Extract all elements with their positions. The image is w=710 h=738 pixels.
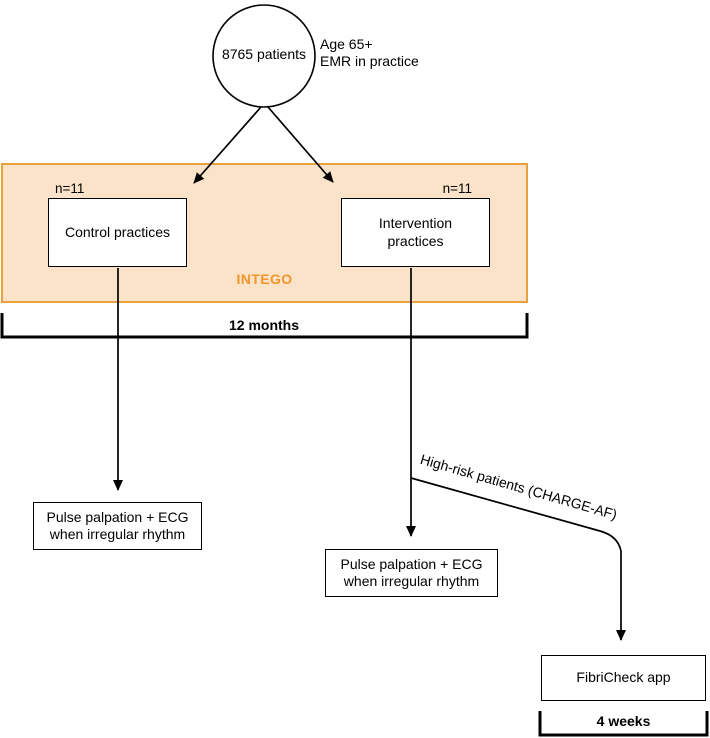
arrow-to-control	[193, 106, 262, 184]
fibricheck-label: FibriCheck app	[576, 669, 671, 686]
arrow-highrisk-branch	[410, 477, 626, 641]
four-weeks-label: 4 weeks	[596, 713, 651, 729]
intervention-n-label: n=11	[442, 181, 472, 196]
control-followup-label: Pulse palpation + ECG when irregular rhy…	[46, 508, 189, 543]
control-n-label: n=11	[55, 181, 85, 196]
control-practices-box: Control practices	[48, 198, 187, 267]
criteria-emr-label: EMR in practice	[320, 53, 419, 69]
bracket-12-months	[0, 313, 529, 339]
intervention-practices-box: Intervention practices	[341, 198, 490, 267]
twelve-months-label: 12 months	[228, 317, 299, 333]
intervention-followup-label: Pulse palpation + ECG when irregular rhy…	[340, 555, 483, 590]
fibricheck-box: FibriCheck app	[541, 655, 706, 701]
population-circle	[212, 4, 316, 108]
criteria-age-label: Age 65+	[320, 36, 373, 52]
population-count-label: 8765 patients	[221, 46, 307, 62]
intego-label: INTEGO	[236, 271, 293, 287]
control-followup-box: Pulse palpation + ECG when irregular rhy…	[33, 502, 202, 550]
bracket-4-weeks	[538, 711, 709, 737]
intervention-followup-box: Pulse palpation + ECG when irregular rhy…	[325, 549, 498, 597]
control-practices-label: Control practices	[64, 223, 171, 240]
arrow-to-intervention	[267, 106, 334, 183]
intervention-practices-label: Intervention practices	[378, 215, 453, 249]
